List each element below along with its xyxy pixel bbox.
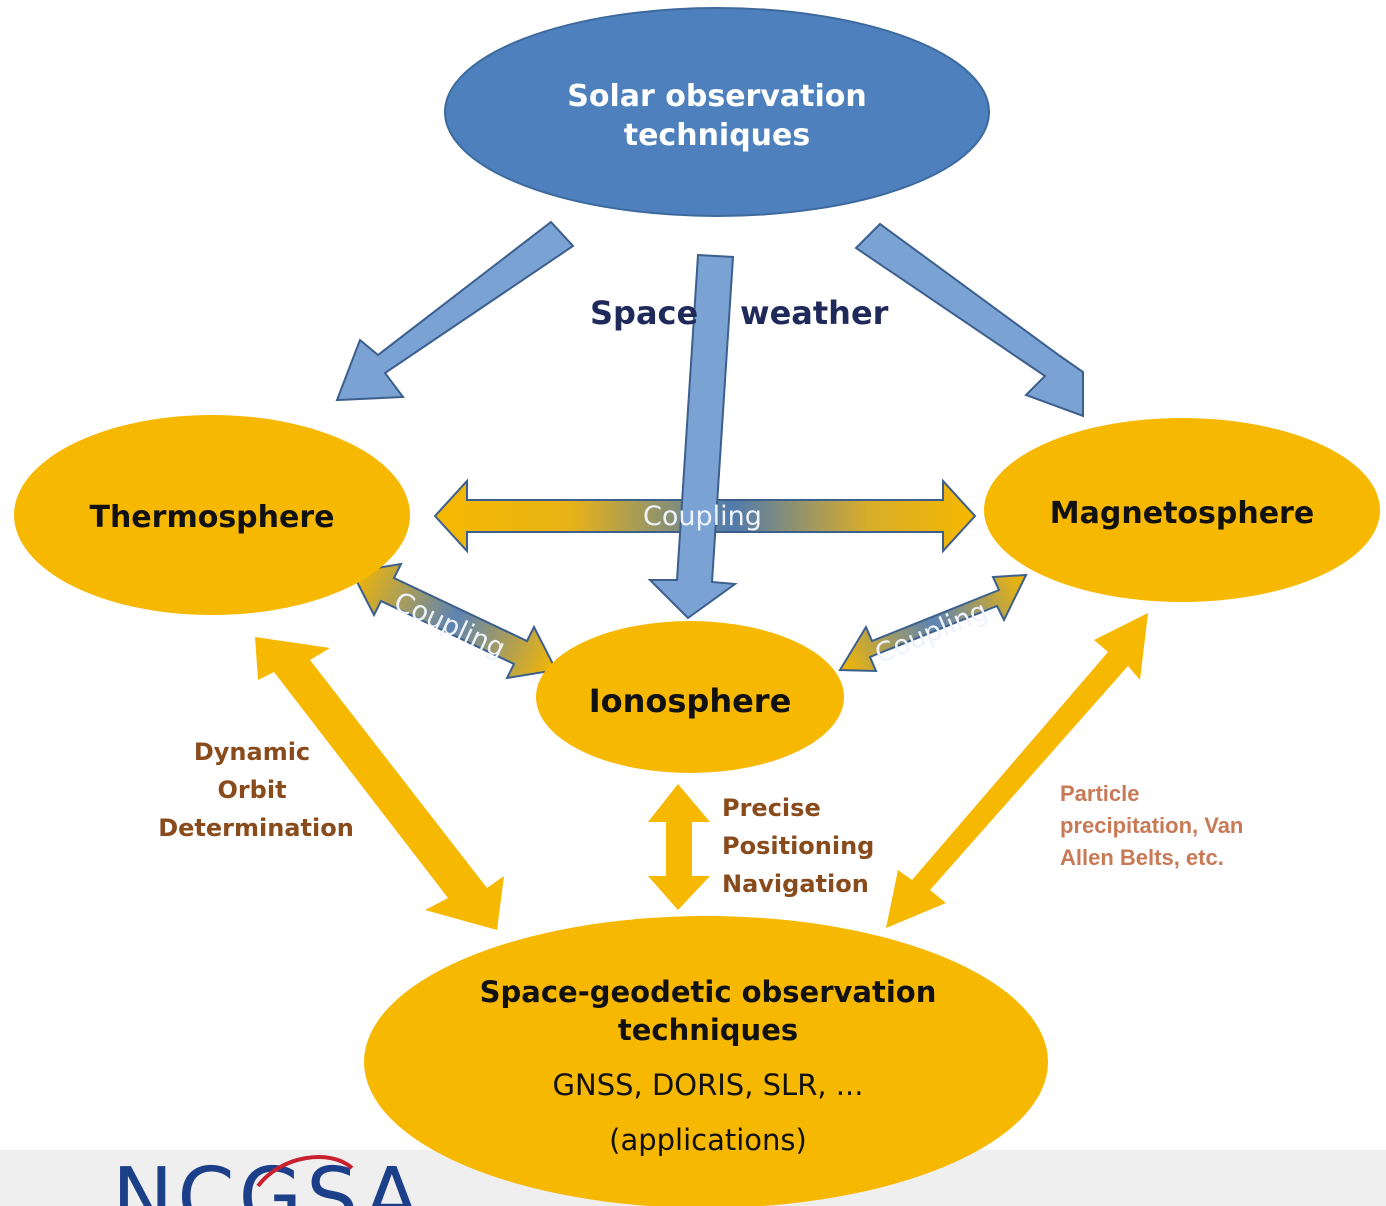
ionosphere-node <box>536 621 844 773</box>
geodetic-node <box>364 916 1048 1206</box>
magnetosphere-label: Magnetosphere <box>1050 496 1314 531</box>
arrow-solar-to-thermosphere <box>335 220 575 402</box>
annotation-dynamic-orbit-1: Dynamic <box>194 738 310 766</box>
thermosphere-label: Thermosphere <box>89 500 334 535</box>
logo-text: NCGSA <box>112 1151 424 1206</box>
annotation-precise-1: Precise <box>722 794 821 822</box>
thermosphere-node <box>14 415 410 615</box>
label-coupling-right: Coupling <box>871 595 993 670</box>
arrow-solar-to-ionosphere <box>647 253 738 620</box>
annotation-dynamic-orbit-2: Orbit <box>217 776 286 804</box>
solar-node <box>444 7 990 217</box>
annotation-particle-1: Particle <box>1060 781 1140 806</box>
arrow-magnetosphere-geodetic <box>886 613 1148 928</box>
annotation-precise-3: Navigation <box>722 870 869 898</box>
geodetic-title-line1: Space-geodetic observation <box>480 975 937 1009</box>
annotation-particle-3: Allen Belts, etc. <box>1060 845 1224 870</box>
arrow-thermosphere-geodetic <box>255 637 504 930</box>
geodetic-techniques-list: GNSS, DORIS, SLR, ... <box>553 1068 864 1102</box>
ionosphere-label: Ionosphere <box>589 682 792 720</box>
geodetic-applications: (applications) <box>609 1123 807 1157</box>
arrow-coupling-right <box>838 573 1028 673</box>
label-coupling-top: Coupling <box>643 501 762 532</box>
annotation-precise-2: Positioning <box>722 832 874 860</box>
annotation-particle-2: precipitation, Van <box>1060 813 1243 838</box>
label-space: Space <box>590 294 698 332</box>
arrow-solar-to-magnetosphere <box>854 222 1084 418</box>
label-weather: weather <box>740 294 889 332</box>
logo-swoosh-icon <box>256 1155 354 1188</box>
arrow-ionosphere-geodetic <box>648 784 710 910</box>
annotation-dynamic-orbit-3: Determination <box>158 814 354 842</box>
magnetosphere-node <box>984 418 1380 602</box>
geodetic-title-line2: techniques <box>618 1013 798 1047</box>
ncgsa-logo: NCGSA <box>112 1151 424 1206</box>
solar-node-title-line2: techniques <box>624 118 811 153</box>
solar-node-title-line1: Solar observation <box>567 79 866 114</box>
